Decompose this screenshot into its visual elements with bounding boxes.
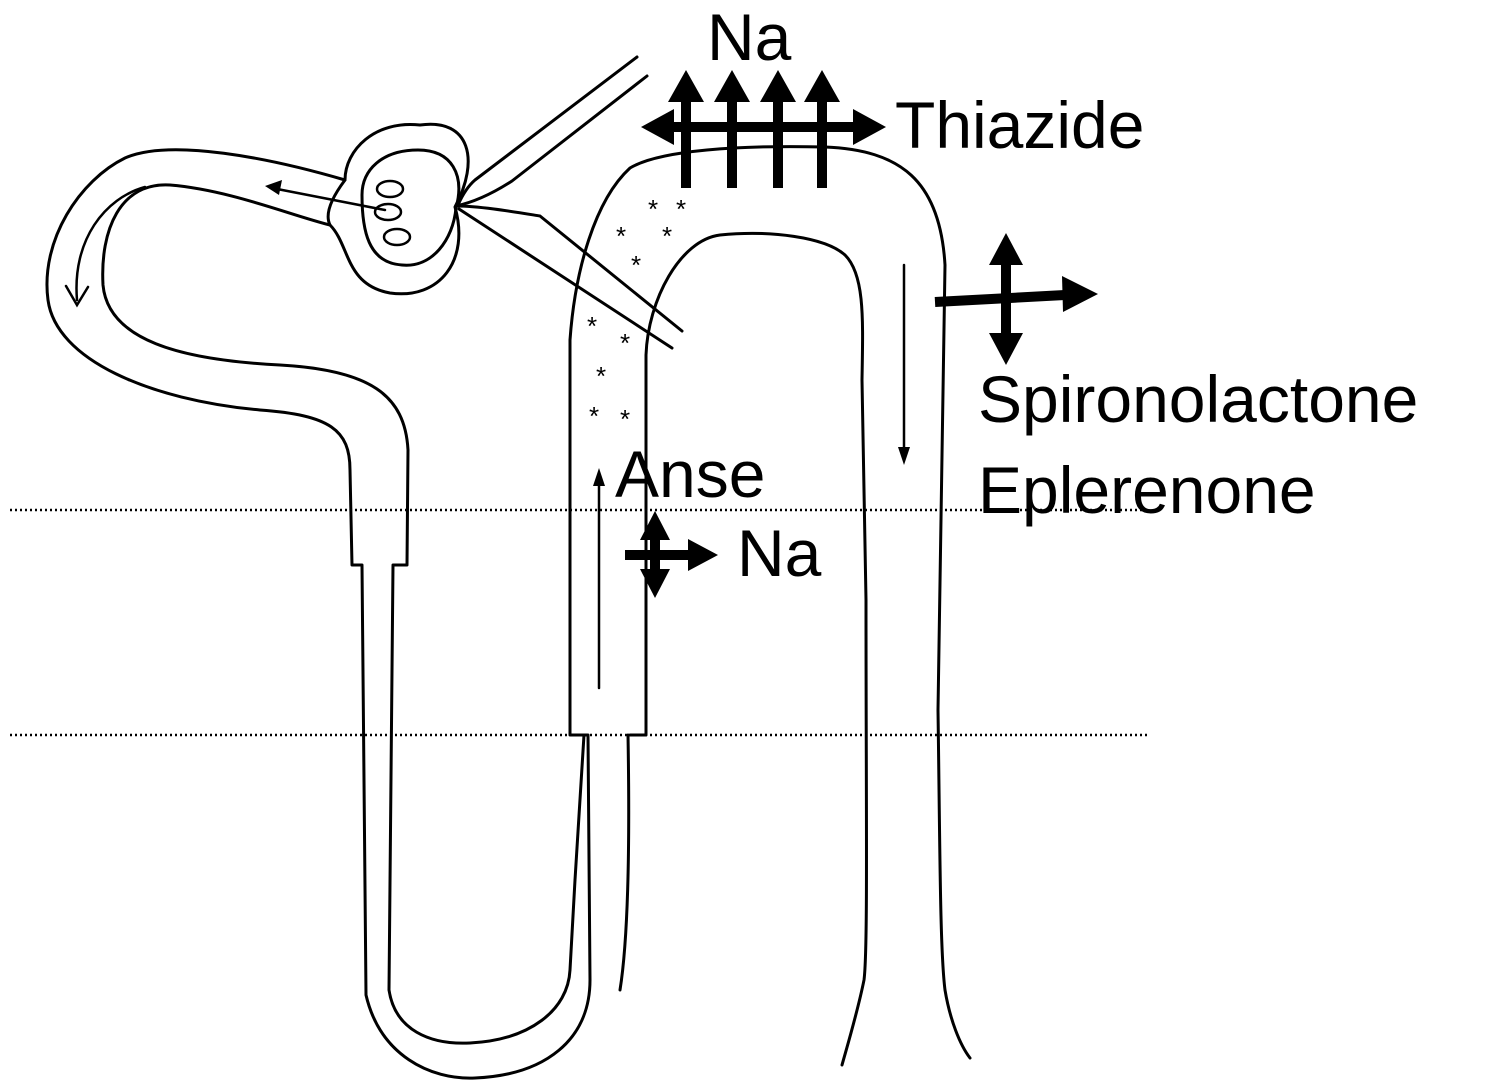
macula-densa-marker: *: [589, 401, 599, 431]
capillary-loop-3: [384, 229, 410, 245]
capillary-loop-1: [377, 181, 403, 197]
capillary-loop-2: [375, 204, 401, 220]
macula-densa-marker: *: [662, 221, 672, 251]
macula-densa-marker: *: [631, 250, 641, 280]
macula-densa: * * * * * * * * * *: [587, 194, 686, 434]
na-loop-label: Na: [737, 516, 822, 590]
macula-densa-marker: *: [648, 194, 658, 224]
nephron-tubule: [47, 147, 970, 1079]
collecting-duct-arrows: [935, 233, 1098, 365]
macula-densa-marker: *: [616, 221, 626, 251]
macula-densa-marker: *: [676, 194, 686, 224]
macula-densa-marker: *: [620, 328, 630, 358]
loop-transport-arrows: [625, 511, 718, 598]
flow-arrows: [66, 180, 910, 688]
macula-densa-marker: *: [596, 361, 606, 391]
anse-label: Anse: [615, 437, 765, 511]
eplerenone-label: Eplerenone: [978, 453, 1316, 527]
spironolactone-label: Spironolactone: [978, 362, 1418, 436]
macula-densa-marker: *: [587, 311, 597, 341]
na-top-label: Na: [707, 0, 792, 74]
distal-transport-arrows: [641, 70, 886, 188]
thiazide-label: Thiazide: [895, 88, 1144, 162]
macula-densa-marker: *: [620, 404, 630, 434]
glomerulus: [328, 124, 468, 294]
